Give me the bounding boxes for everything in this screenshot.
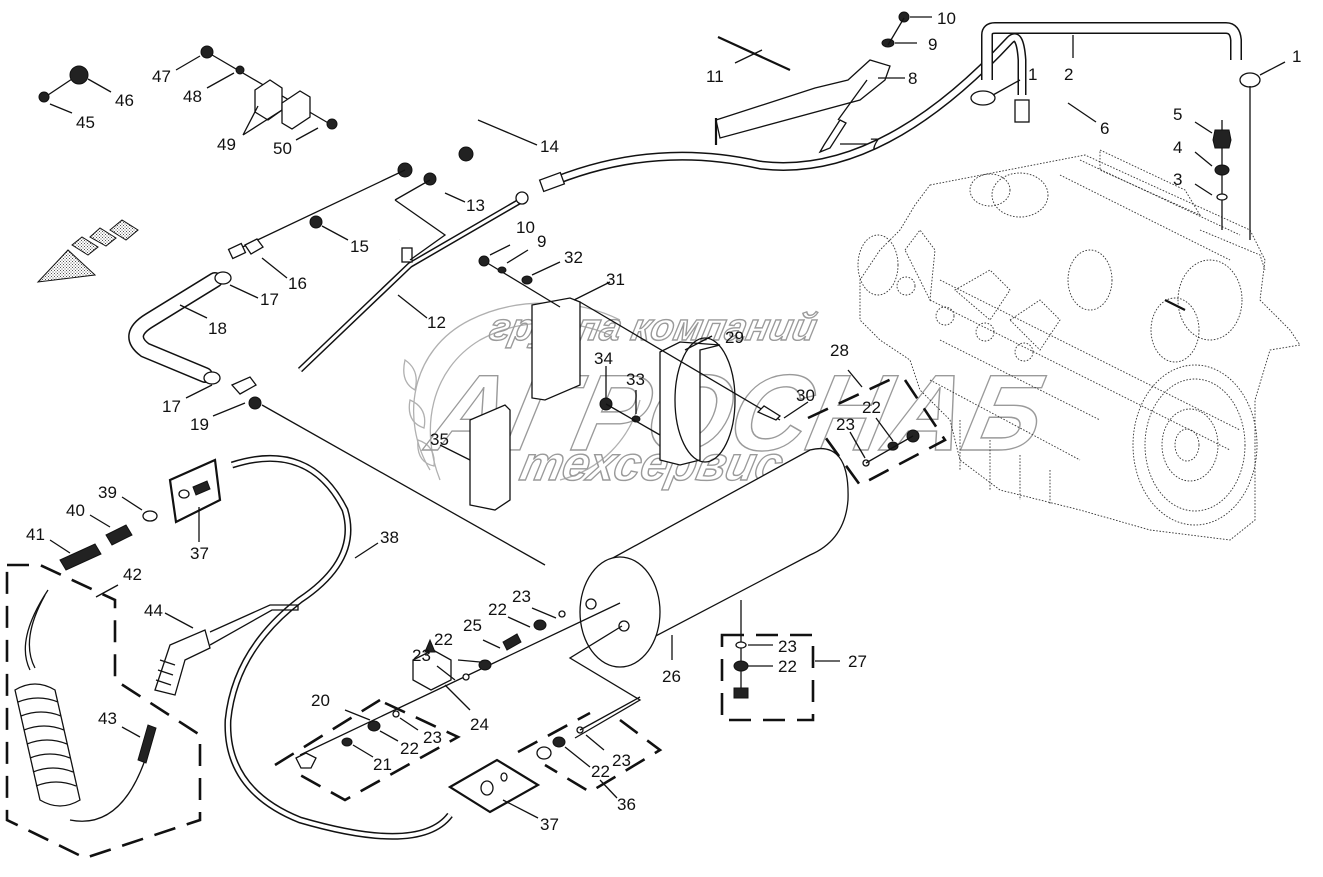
air-tank-26 xyxy=(568,448,849,739)
callout-23: 23 xyxy=(836,415,855,434)
callout-7: 7 xyxy=(870,135,879,154)
callout-48: 48 xyxy=(183,87,202,106)
coil-hose xyxy=(14,589,146,822)
callout-20: 20 xyxy=(311,691,330,710)
valve-assembly xyxy=(299,602,621,756)
callout-22: 22 xyxy=(434,630,453,649)
callout-26: 26 xyxy=(662,667,681,686)
hose-38 xyxy=(224,455,453,840)
callout-33: 33 xyxy=(626,370,645,389)
callout-47: 47 xyxy=(152,67,171,86)
callout-44: 44 xyxy=(144,601,163,620)
cap-nut-46 xyxy=(69,65,89,85)
kit-28 xyxy=(807,369,947,487)
callout-2: 2 xyxy=(1064,65,1073,84)
callout-39: 39 xyxy=(98,483,117,502)
fittings-3-5 xyxy=(1194,120,1232,230)
callout-37: 37 xyxy=(540,815,559,834)
callout-12: 12 xyxy=(427,313,446,332)
callout-11: 11 xyxy=(706,67,724,86)
callout-25: 25 xyxy=(463,616,482,635)
callout-22: 22 xyxy=(778,657,797,676)
parts-45-50 xyxy=(38,45,338,141)
callout-22: 22 xyxy=(862,398,881,417)
watermark-line2: АГРОСНАБ xyxy=(416,353,1055,474)
kit-42-coil-hose xyxy=(5,563,202,860)
callout-9: 9 xyxy=(537,232,546,251)
callout-43: 43 xyxy=(98,709,117,728)
callout-38: 38 xyxy=(380,528,399,547)
fittings-13-16 xyxy=(227,169,466,279)
bracket-35 xyxy=(439,404,511,511)
callout-45: 45 xyxy=(76,113,95,132)
bracket-31 xyxy=(531,281,611,401)
callout-8: 8 xyxy=(908,69,917,88)
callout-35: 35 xyxy=(430,430,449,449)
callout-23: 23 xyxy=(612,751,631,770)
tube-12 xyxy=(297,191,529,373)
engine-illustration xyxy=(857,149,1301,541)
callout-21: 21 xyxy=(373,755,392,774)
callout-6: 6 xyxy=(1100,119,1109,138)
callout-16: 16 xyxy=(288,274,307,293)
kit-27 xyxy=(720,600,840,722)
callout-13: 13 xyxy=(466,196,485,215)
callout-41: 41 xyxy=(26,525,45,544)
callout-17: 17 xyxy=(260,290,279,309)
callout-1: 1 xyxy=(1028,65,1037,84)
callout-50: 50 xyxy=(273,139,292,158)
callout-30: 30 xyxy=(796,386,815,405)
callout-42: 42 xyxy=(123,565,142,584)
callout-10: 10 xyxy=(937,9,956,28)
callout-9: 9 xyxy=(928,35,937,54)
callout-46: 46 xyxy=(115,91,134,110)
kit-37-upper xyxy=(49,458,222,571)
callout-28: 28 xyxy=(830,341,849,360)
watermark-line3: техсервис xyxy=(516,437,789,490)
callout-27: 27 xyxy=(848,652,867,671)
callout-19: 19 xyxy=(190,415,209,434)
callout-4: 4 xyxy=(1173,138,1182,157)
callout-22: 22 xyxy=(488,600,507,619)
hose-6 xyxy=(538,33,1097,193)
callout-3: 3 xyxy=(1173,170,1182,189)
callout-23: 23 xyxy=(778,637,797,656)
nut-45 xyxy=(38,91,50,103)
callout-23: 23 xyxy=(412,646,431,665)
callout-37: 37 xyxy=(190,544,209,563)
callout-labels: 1 1 2 3 4 5 6 7 8 9 9 10 10 11 12 13 14 … xyxy=(26,9,1301,834)
kit-36 xyxy=(517,696,663,799)
kit-37-lower xyxy=(447,758,541,819)
callout-32: 32 xyxy=(564,248,583,267)
hose-18 xyxy=(128,271,546,566)
watermark: группа компаний АГРОСНАБ техсервис xyxy=(403,302,1056,492)
fasteners-9-10-32-33-34-30 xyxy=(478,244,809,436)
callout-1: 1 xyxy=(1292,47,1301,66)
callout-49: 49 xyxy=(217,135,236,154)
callout-15: 15 xyxy=(350,237,369,256)
hose-2 xyxy=(970,22,1286,240)
front-direction-arrow xyxy=(36,219,139,283)
callout-23: 23 xyxy=(512,587,531,606)
callout-22: 22 xyxy=(591,762,610,781)
tube-14 xyxy=(286,36,597,380)
callout-14: 14 xyxy=(540,137,559,156)
callout-31: 31 xyxy=(606,270,625,289)
kit-20 xyxy=(274,698,461,802)
callout-18: 18 xyxy=(208,319,227,338)
callout-17: 17 xyxy=(162,397,181,416)
callout-29: 29 xyxy=(725,328,744,347)
callout-22: 22 xyxy=(400,739,419,758)
bracket-8-assembly xyxy=(714,11,932,154)
callout-34: 34 xyxy=(594,349,613,368)
callout-5: 5 xyxy=(1173,105,1182,124)
callout-24: 24 xyxy=(470,715,489,734)
callout-36: 36 xyxy=(617,795,636,814)
callout-23: 23 xyxy=(423,728,442,747)
callout-40: 40 xyxy=(66,501,85,520)
callout-10: 10 xyxy=(516,218,535,237)
strap-29 xyxy=(659,335,736,466)
blow-gun-44 xyxy=(154,604,299,696)
